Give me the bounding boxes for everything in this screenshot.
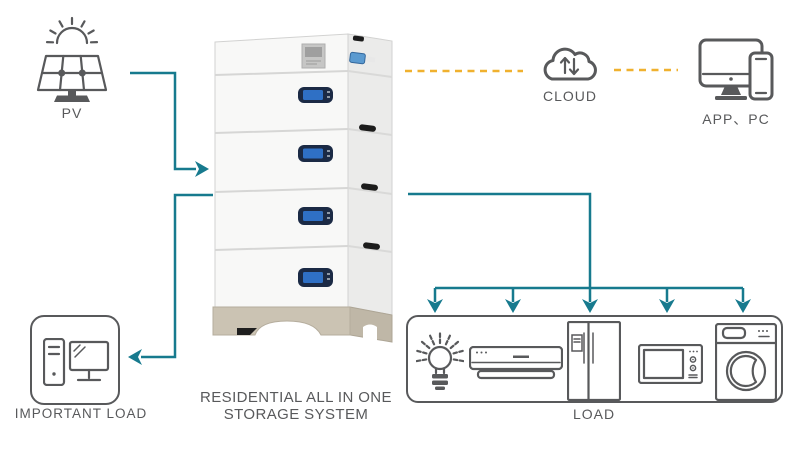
- pv-to-storage-line: [130, 71, 209, 177]
- app-pc-label: APP、PC: [702, 111, 770, 127]
- load-box: [406, 315, 783, 403]
- pv-label: PV: [61, 105, 83, 121]
- storage-to-load-line: [408, 192, 751, 313]
- cloud-sync-icon: [543, 47, 597, 81]
- inverter-display-panel: [301, 43, 326, 69]
- monitor-phone-icon: [698, 38, 774, 101]
- storage-caption-line1: RESIDENTIAL ALL IN ONE: [200, 389, 392, 406]
- solar-panel-icon: [36, 16, 108, 102]
- refrigerator-icon: [567, 321, 621, 401]
- desktop-computer-icon: [43, 338, 110, 386]
- important-load-label: IMPORTANT LOAD: [14, 406, 148, 421]
- air-conditioner-icon: [469, 346, 563, 380]
- load-label: LOAD: [572, 406, 616, 422]
- important-load-box: [30, 315, 120, 405]
- battery-lcd-displays: [298, 87, 333, 287]
- storage-to-important-load-line: [128, 193, 213, 365]
- cloud-label: CLOUD: [542, 88, 597, 104]
- lightbulb-icon: [416, 332, 464, 390]
- washing-machine-icon: [715, 323, 777, 401]
- storage-caption: RESIDENTIAL ALL IN ONE STORAGE SYSTEM: [196, 389, 396, 423]
- microwave-icon: [638, 344, 703, 384]
- storage-caption-line2: STORAGE SYSTEM: [223, 406, 369, 423]
- battery-stack-graphic: [212, 33, 393, 343]
- battery-base: [212, 306, 393, 343]
